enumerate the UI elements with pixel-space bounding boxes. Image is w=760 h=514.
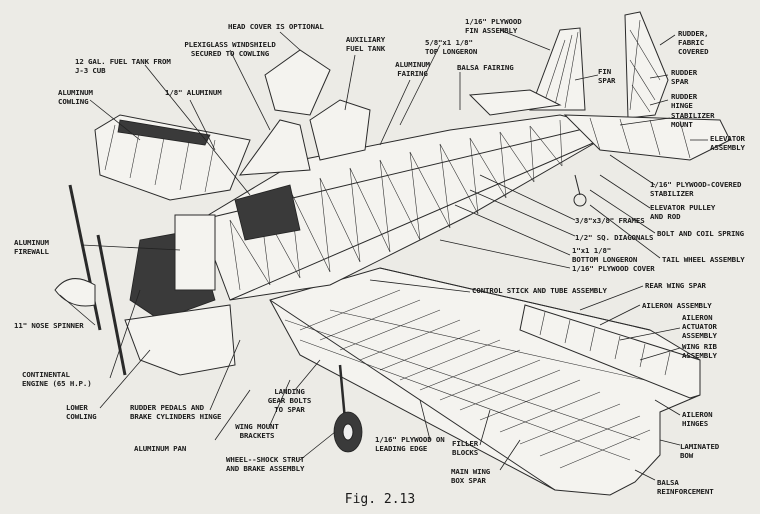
label-wheel-shock-strut: WHEEL--SHOCK STRUT AND BRAKE ASSEMBLY (226, 455, 305, 473)
label-rudder-hinge: RUDDER HINGE (671, 92, 698, 110)
label-aluminum-pan: ALUMINUM PAN (134, 444, 187, 453)
label-sq-diagonals: 1/2" SQ. DIAGONALS (575, 233, 654, 242)
label-bottom-longeron: 1"x1 1/8" BOTTOM LONGERON (572, 246, 638, 264)
label-fin-spar: FIN SPAR (598, 67, 616, 85)
label-auxiliary-fuel-tank: AUXILIARY FUEL TANK (345, 35, 386, 53)
label-bolt-coil-spring: BOLT AND COIL SPRING (657, 229, 744, 238)
label-aluminum-firewall: ALUMINUM FIREWALL (14, 238, 49, 256)
label-lower-cowling: LOWER COWLING (66, 403, 97, 421)
label-wing-rib: WING RIB ASSEMBLY (682, 342, 717, 360)
leader-lines (59, 29, 708, 481)
label-laminated-bow: LAMINATED BOW (680, 442, 720, 460)
label-fuel-tank: 12 GAL. FUEL TANK FROM J-3 CUB (75, 57, 171, 75)
label-plexiglass-windshield: PLEXIGLASS WINDSHIELD SECURED TO COWLING (184, 40, 276, 58)
label-rudder-pedals: RUDDER PEDALS AND BRAKE CYLINDERS HINGE (130, 403, 222, 421)
label-rudder-spar: RUDDER SPAR (671, 68, 698, 86)
label-elevator-assembly: ELEVATOR ASSEMBLY (710, 134, 745, 152)
label-top-longeron: 5/8"x1 1/8" TOP LONGERON (425, 38, 478, 56)
label-aileron-hinges: AILERON HINGES (682, 410, 713, 428)
label-rear-wing-spar: REAR WING SPAR (645, 281, 706, 290)
label-balsa-fairing: BALSA FAIRING (457, 63, 514, 72)
label-tail-wheel: TAIL WHEEL ASSEMBLY (662, 255, 745, 264)
label-aluminum-eighth: 1/8" ALUMINUM (165, 88, 222, 97)
label-aileron-actuator: AILERON ACTUATOR ASSEMBLY (682, 313, 717, 340)
left-wing (94, 114, 251, 201)
label-plywood-leading-edge: 1/16" PLYWOOD ON LEADING EDGE (375, 435, 445, 453)
label-landing-gear-bolts: LANDING GEAR BOLTS TO SPAR (267, 387, 312, 414)
label-frames: 3/8"x3/8" FRAMES (575, 216, 645, 225)
main-wing (269, 267, 701, 496)
label-nose-spinner: 11" NOSE SPINNER (14, 321, 84, 330)
label-control-stick: CONTROL STICK AND TUBE ASSEMBLY (472, 286, 607, 295)
figure-caption: Fig. 2.13 (344, 492, 416, 507)
label-aluminum-cowling: ALUMINUM COWLING (58, 88, 93, 106)
label-elevator-pulley: ELEVATOR PULLEY AND ROD (650, 203, 716, 221)
label-balsa-reinforcement: BALSA REINFORCEMENT (657, 478, 714, 496)
label-fin-assembly: 1/16" PLYWOOD FIN ASSEMBLY (465, 17, 522, 35)
label-aluminum-fairing: ALUMINUM FAIRING (395, 60, 430, 78)
label-continental-engine: CONTINENTAL ENGINE (65 H.P.) (22, 370, 92, 388)
label-stabilizer-mount: STABILIZER MOUNT (671, 111, 715, 129)
label-aileron-assembly: AILERON ASSEMBLY (642, 301, 712, 310)
tail-group (468, 11, 731, 207)
label-filler-blocks: FILLER BLOCKS (452, 439, 479, 457)
label-plywood-stabilizer: 1/16" PLYWOOD-COVERED STABILIZER (650, 180, 742, 198)
label-main-wing-box-spar: MAIN WING BOX SPAR (451, 467, 491, 485)
fuselage (199, 49, 601, 301)
label-plywood-cover: 1/16" PLYWOOD COVER (572, 264, 655, 273)
engine-assembly (54, 184, 236, 376)
label-rudder-fabric: RUDDER, FABRIC COVERED (678, 29, 709, 56)
label-head-cover: HEAD COVER IS OPTIONAL (228, 22, 324, 31)
landing-gear (333, 364, 363, 453)
label-wing-mount-brackets: WING MOUNT BRACKETS (235, 422, 279, 440)
